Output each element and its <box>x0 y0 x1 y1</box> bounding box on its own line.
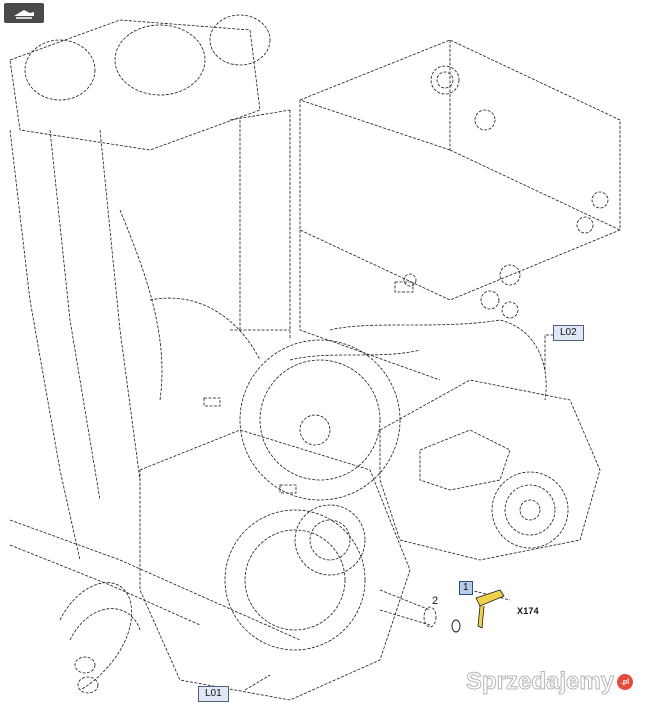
diagram-linework <box>9 14 621 701</box>
location-tag-l02[interactable]: L02 <box>553 325 584 341</box>
part-number-1[interactable]: 1 <box>459 581 473 595</box>
pin-part-highlight[interactable] <box>475 589 505 629</box>
return-arrow-icon <box>14 10 34 19</box>
part-number-2[interactable]: 2 <box>432 595 439 607</box>
return-nav-button[interactable] <box>4 3 44 23</box>
connector-code-label: X174 <box>517 606 539 616</box>
location-tag-l01[interactable]: L01 <box>198 686 229 702</box>
seal-part[interactable] <box>451 619 461 633</box>
